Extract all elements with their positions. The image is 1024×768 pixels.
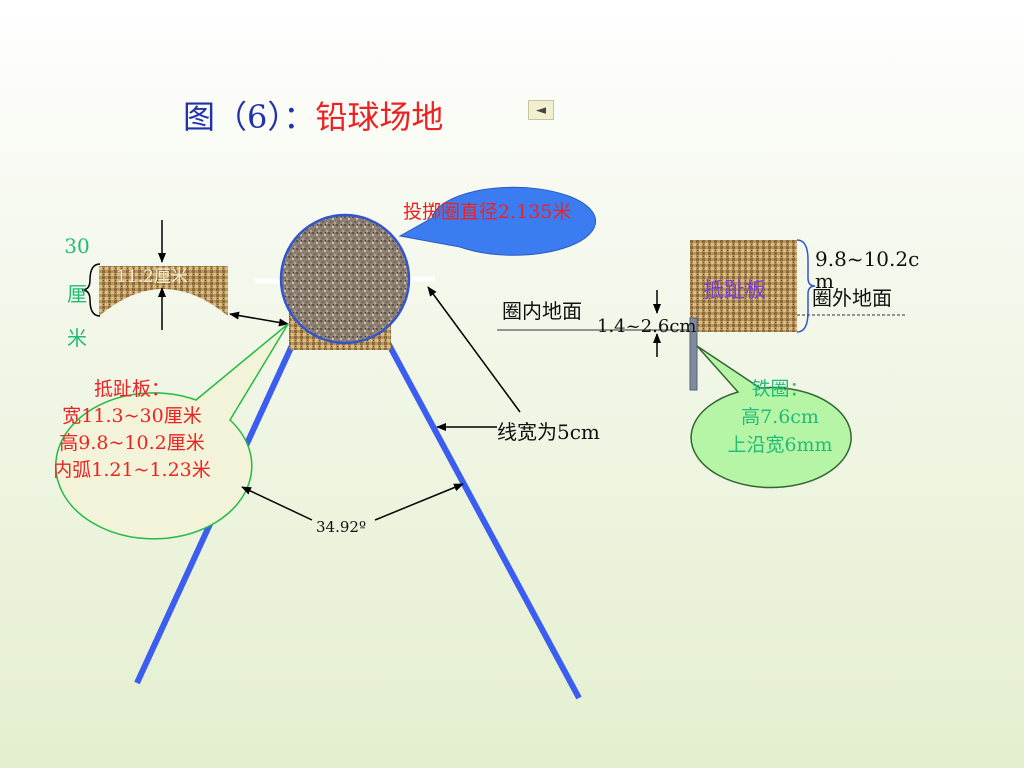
height-cm-char-1: 厘	[67, 282, 87, 306]
diameter-pointer	[427, 286, 521, 413]
level-diff-label: 1.4~2.6cm	[597, 316, 697, 337]
title-main: 铅球场地	[315, 98, 444, 136]
page-title: 图（6）：铅球场地	[183, 92, 443, 138]
iron-ring-line-1: 铁圈：	[751, 378, 809, 400]
sector-line-right	[377, 326, 582, 700]
inner-ground-label: 圈内地面	[502, 299, 582, 323]
toeboard-spec-callout	[55, 323, 289, 540]
angle-arrow-right	[374, 483, 464, 521]
toeboard-spec-line-1: 抵趾板：	[93, 378, 170, 400]
arc-width-label: 11.2厘米	[116, 267, 188, 287]
back-arrow-icon: ◄	[536, 102, 546, 118]
toeboard-arc-piece	[99, 266, 228, 316]
angle-arrow-left	[241, 486, 313, 521]
toeboard-section	[690, 240, 797, 332]
back-button[interactable]: ◄	[528, 100, 554, 120]
height-brace	[81, 263, 101, 317]
toeboard-height-brace	[796, 239, 816, 333]
toeboard-spec-line-4: 内弧1.21~1.23米	[53, 459, 211, 481]
toeboard-spec-line-2: 宽11.3~30厘米	[62, 405, 202, 427]
title-prefix: 图（6）：	[183, 98, 316, 136]
diameter-callout	[398, 186, 597, 256]
toeboard-height-label: 9.8~10.2cm	[815, 247, 920, 293]
throwing-circle	[279, 213, 411, 345]
height-cm-char-2: 米	[67, 326, 87, 350]
iron-ring-callout	[690, 345, 852, 489]
iron-ring-line-2: 高7.6cm	[741, 406, 819, 428]
height-30-label: 30	[64, 234, 90, 258]
toeboard-section-label: 抵趾板	[703, 278, 766, 302]
outer-ground-label: 圈外地面	[812, 286, 892, 310]
arc-to-board-arrow	[229, 311, 289, 327]
toeboard-spec-text: 抵趾板： 宽11.3~30厘米 高9.8~10.2厘米 内弧1.21~1.23米	[32, 376, 232, 484]
iron-ring-line-3: 上沿宽6mm	[727, 434, 833, 456]
angle-label: 34.92º	[316, 518, 366, 536]
iron-ring	[689, 317, 698, 391]
toeboard-spec-line-3: 高9.8~10.2厘米	[59, 432, 205, 454]
iron-ring-text: 铁圈： 高7.6cm 上沿宽6mm	[700, 375, 860, 459]
line-width-label: 线宽为5cm	[497, 420, 600, 444]
circle-diameter-label: 投掷圈直径2.135米	[403, 201, 572, 223]
